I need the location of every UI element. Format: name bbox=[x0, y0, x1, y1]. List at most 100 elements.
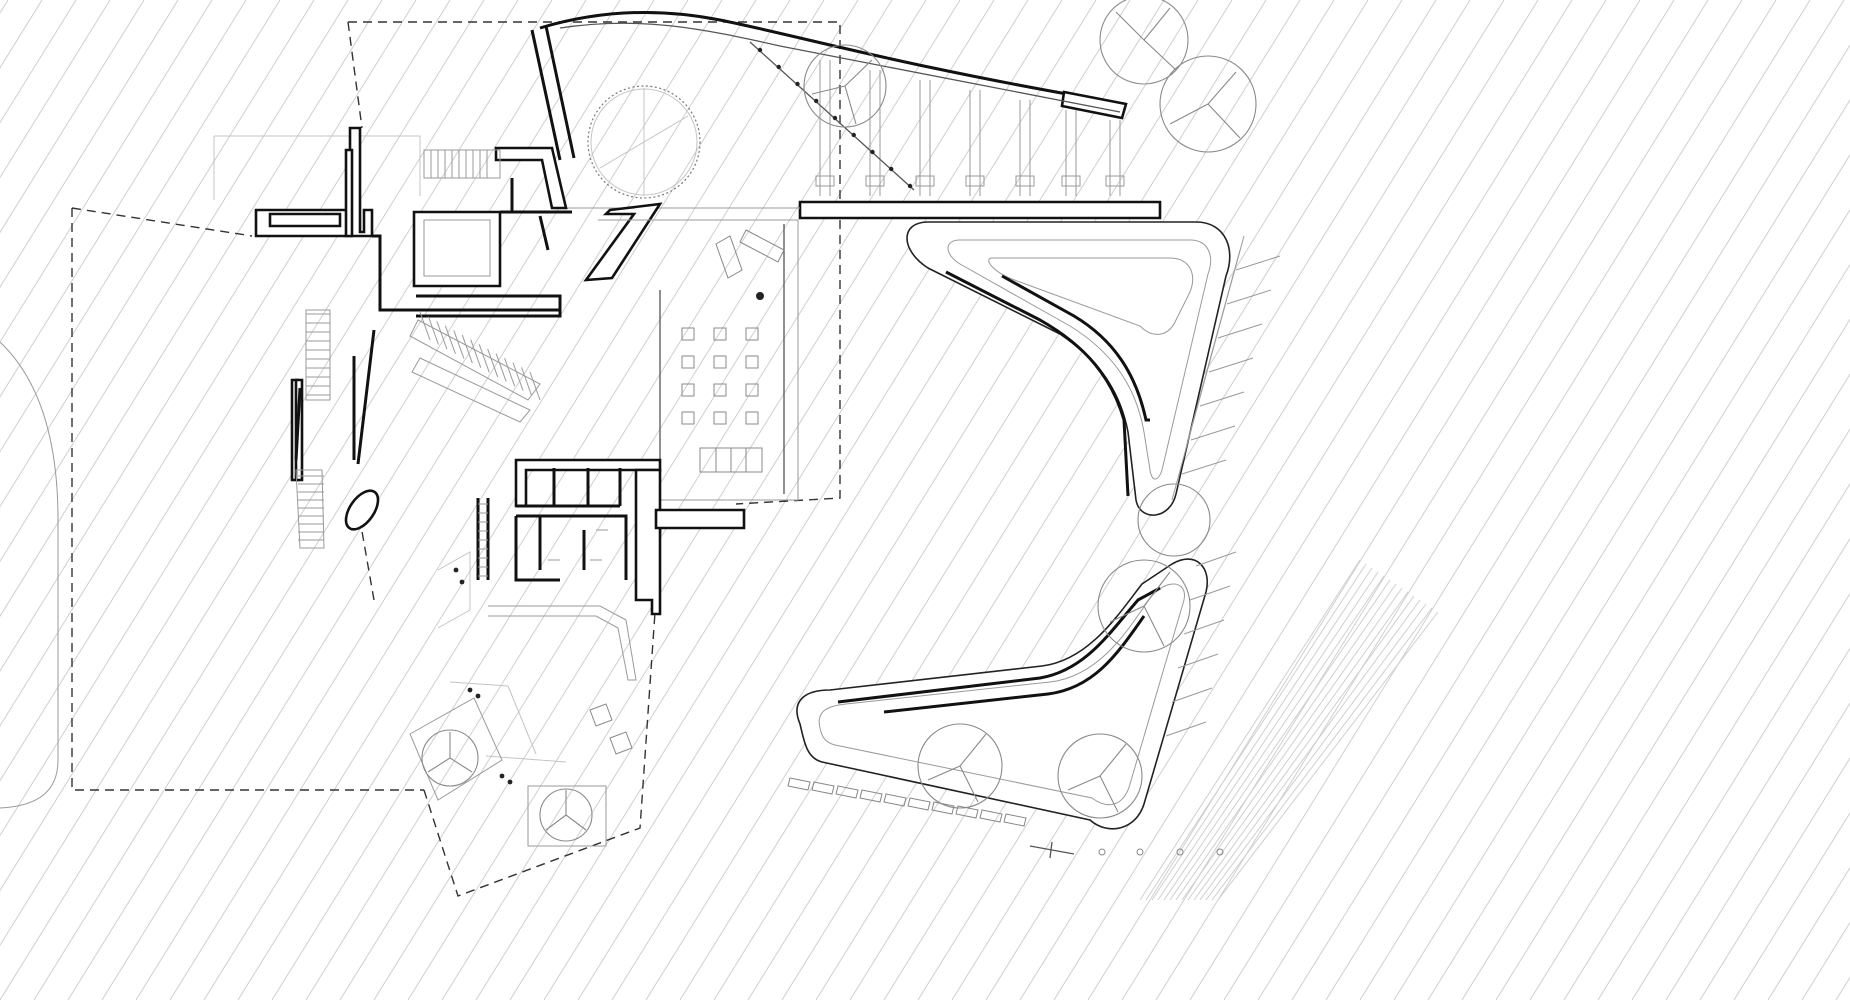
fence-spur bbox=[1217, 323, 1263, 339]
hatch-line bbox=[169, 0, 791, 1000]
fence-spur bbox=[1171, 687, 1213, 703]
stair-tread bbox=[427, 316, 439, 345]
west-wing-facade bbox=[294, 329, 376, 465]
service-arm bbox=[654, 508, 746, 530]
pergola-footing bbox=[1015, 175, 1035, 187]
hatch-line bbox=[0, 0, 145, 234]
hatch-line bbox=[1563, 537, 1850, 1000]
stair-nosing-dot bbox=[851, 132, 856, 138]
south-paving-slabs bbox=[787, 777, 1027, 827]
ramp-lower-handrail bbox=[837, 586, 1161, 714]
display-plinth bbox=[713, 355, 727, 369]
tree-ne-2 bbox=[1159, 55, 1257, 153]
hatch-line bbox=[1163, 575, 1385, 901]
core-inner bbox=[423, 219, 491, 277]
hatch-line bbox=[1733, 811, 1850, 1000]
hatch-line bbox=[577, 0, 1199, 1000]
hatch-line bbox=[0, 0, 485, 782]
hatch-line bbox=[0, 0, 43, 69]
hatch-line bbox=[0, 0, 315, 508]
hatch-line bbox=[203, 0, 825, 1000]
stair-tread bbox=[495, 353, 507, 382]
stair-tread bbox=[444, 325, 456, 355]
gallery-outline bbox=[598, 219, 799, 501]
hatch-line bbox=[1199, 599, 1421, 901]
hatch-line bbox=[1631, 647, 1850, 1000]
hatch-line bbox=[917, 0, 1539, 1000]
bollard bbox=[1098, 848, 1106, 856]
hatch-line bbox=[1257, 44, 1850, 1000]
pergola-footing bbox=[915, 175, 935, 187]
stair-nosing-dot bbox=[776, 64, 781, 70]
hatch-line bbox=[713, 0, 1335, 1000]
ramp-planter-upper-inner bbox=[947, 239, 1212, 480]
pergola-footing bbox=[1061, 175, 1081, 187]
hatch-line bbox=[237, 0, 859, 1000]
stair-outline bbox=[423, 149, 501, 179]
pergola-rib bbox=[1109, 120, 1121, 196]
hatch-line bbox=[679, 0, 1301, 1000]
north-facade-inner bbox=[530, 25, 576, 161]
gallery-inner bbox=[659, 224, 785, 494]
hatch-line bbox=[0, 0, 587, 947]
north-wing-stair-wall bbox=[510, 178, 550, 251]
display-plinth bbox=[681, 327, 695, 341]
hatch-line bbox=[0, 0, 111, 179]
hatch-line bbox=[1223, 0, 1845, 1000]
canopy-outline-north-west bbox=[347, 21, 363, 129]
hatch-line bbox=[1597, 592, 1850, 1000]
hatch-line bbox=[135, 0, 757, 1000]
hatch-line bbox=[1359, 208, 1850, 1000]
bollard bbox=[1176, 848, 1184, 856]
pergola-rib bbox=[969, 90, 981, 196]
east-fence-line bbox=[1171, 235, 1245, 501]
south-bench bbox=[1029, 841, 1075, 859]
hatch-line bbox=[0, 0, 349, 563]
north-tank-marks bbox=[599, 88, 689, 196]
bollard bbox=[1216, 848, 1224, 856]
service-spine bbox=[634, 468, 662, 616]
north-stair-diagonal bbox=[749, 41, 915, 191]
tree-ramp-1 bbox=[1097, 559, 1191, 653]
north-facade-line bbox=[559, 22, 1121, 113]
paving-slab bbox=[1003, 813, 1027, 827]
hatch-line bbox=[1019, 0, 1641, 1000]
tree-south bbox=[527, 785, 607, 847]
display-plinth bbox=[713, 411, 727, 425]
display-plinth bbox=[745, 355, 759, 369]
west-wing-wall-2 bbox=[268, 212, 342, 228]
hatch-line bbox=[1291, 99, 1850, 1000]
restroom-ramp-treads bbox=[478, 503, 488, 577]
paving-slab bbox=[979, 809, 1003, 823]
hatch-line bbox=[611, 0, 1233, 1000]
pergola-rib bbox=[1065, 110, 1077, 196]
hatch-line bbox=[0, 0, 179, 289]
hatch-line bbox=[815, 0, 1437, 1000]
fence-spur bbox=[1177, 653, 1219, 669]
column-dot bbox=[507, 779, 513, 785]
hatch-line bbox=[0, 0, 213, 343]
hatch-line bbox=[1835, 976, 1850, 1000]
hatch-line bbox=[543, 0, 1165, 1000]
hatch-line bbox=[1325, 153, 1850, 1000]
hatch-line bbox=[1461, 373, 1850, 1000]
hatch-line bbox=[509, 0, 1131, 1000]
paving-slab bbox=[811, 781, 835, 795]
pergola-footing bbox=[1105, 175, 1125, 187]
north-wing-wall bbox=[494, 146, 568, 210]
north-stair-nosings bbox=[757, 47, 913, 189]
lower-stair-flight bbox=[409, 311, 541, 423]
hatch-line bbox=[0, 0, 281, 453]
west-ramp-flight bbox=[295, 309, 331, 549]
stair-tread bbox=[487, 348, 499, 378]
paving-slab bbox=[955, 805, 979, 819]
paving-slab bbox=[787, 777, 811, 791]
hatch-line bbox=[1217, 611, 1439, 901]
entry-beam bbox=[798, 200, 1162, 220]
display-plinth bbox=[681, 355, 695, 369]
hatch-line bbox=[0, 0, 451, 727]
stair-nosing-dot bbox=[889, 166, 894, 172]
hatch-line bbox=[1139, 559, 1361, 901]
ramp-upper-handrail bbox=[945, 270, 1150, 497]
